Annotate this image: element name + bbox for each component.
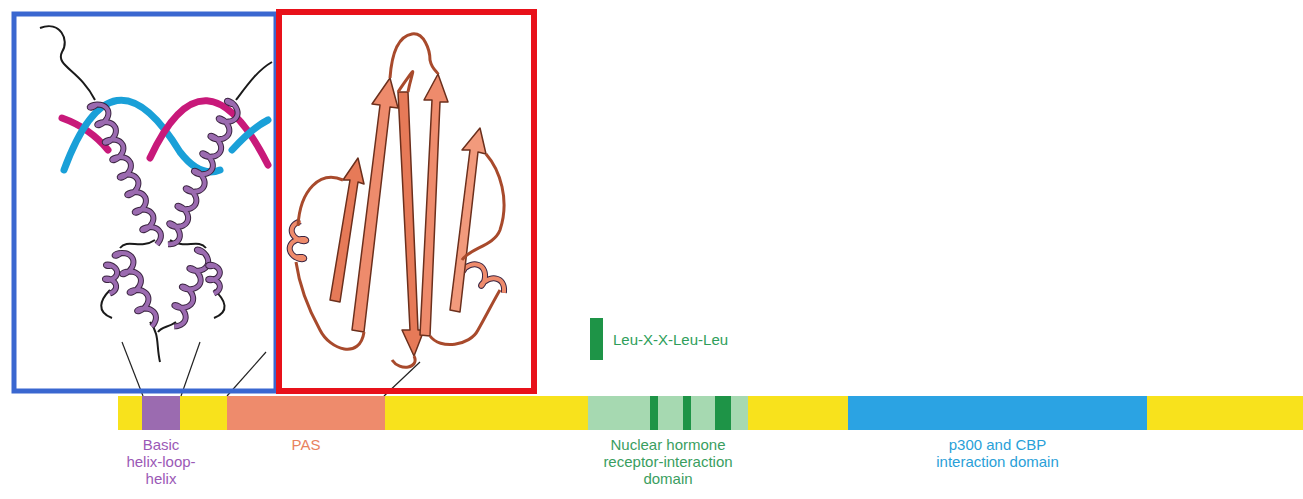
pas-loops xyxy=(296,34,504,367)
domain-fill xyxy=(848,396,1147,430)
bhlh-frame xyxy=(14,14,276,391)
helix-outline xyxy=(290,221,307,259)
legend-item: Leu-X-X-Leu-Leu xyxy=(590,318,728,360)
pas-domain: PAS xyxy=(227,396,385,453)
helix-ribbon xyxy=(208,265,220,294)
motif-stripe xyxy=(650,396,658,430)
receptor-interaction-domain: Nuclear hormone receptor-interaction dom… xyxy=(588,396,748,487)
domain-label: p300 and CBP interaction domain xyxy=(923,436,1073,470)
helix-outline xyxy=(90,104,161,244)
motif-stripe xyxy=(723,396,731,430)
motif-stripe xyxy=(683,396,691,430)
helix-outline xyxy=(462,264,504,293)
helix-outline xyxy=(105,264,117,293)
helix-ribbon xyxy=(115,252,156,326)
helix-ribbon xyxy=(105,264,117,293)
helix-outline xyxy=(168,101,238,245)
helix-ribbon xyxy=(174,249,208,326)
domain-label: Nuclear hormone receptor-interaction dom… xyxy=(586,436,751,487)
motif-stripe xyxy=(715,396,723,430)
domain-fill xyxy=(588,396,748,430)
helix-group xyxy=(90,101,504,327)
helix-ribbon xyxy=(168,101,238,245)
coactivator-domain: p300 and CBP interaction domain xyxy=(848,396,1147,470)
helix-outline xyxy=(174,249,208,326)
domain-label: Basic helix-loop-helix xyxy=(125,436,197,487)
domain-fill xyxy=(227,396,385,430)
leader-lines xyxy=(122,342,420,396)
pas-sheet xyxy=(330,74,486,356)
helix-outline xyxy=(208,265,220,294)
domain-fill xyxy=(142,396,180,430)
helix-ribbon xyxy=(290,221,307,259)
bhlh-loops xyxy=(40,26,272,362)
legend-swatch xyxy=(590,318,603,360)
protein-bar xyxy=(118,396,1303,430)
legend-label: Leu-X-X-Leu-Leu xyxy=(613,331,728,348)
domain-label: PAS xyxy=(276,436,336,453)
helix-ribbon xyxy=(462,264,504,293)
pas-frame xyxy=(279,12,534,391)
bhlh-domain: Basic helix-loop-helix xyxy=(142,396,180,487)
helix-ribbon xyxy=(90,104,161,244)
helix-outline xyxy=(115,252,156,326)
